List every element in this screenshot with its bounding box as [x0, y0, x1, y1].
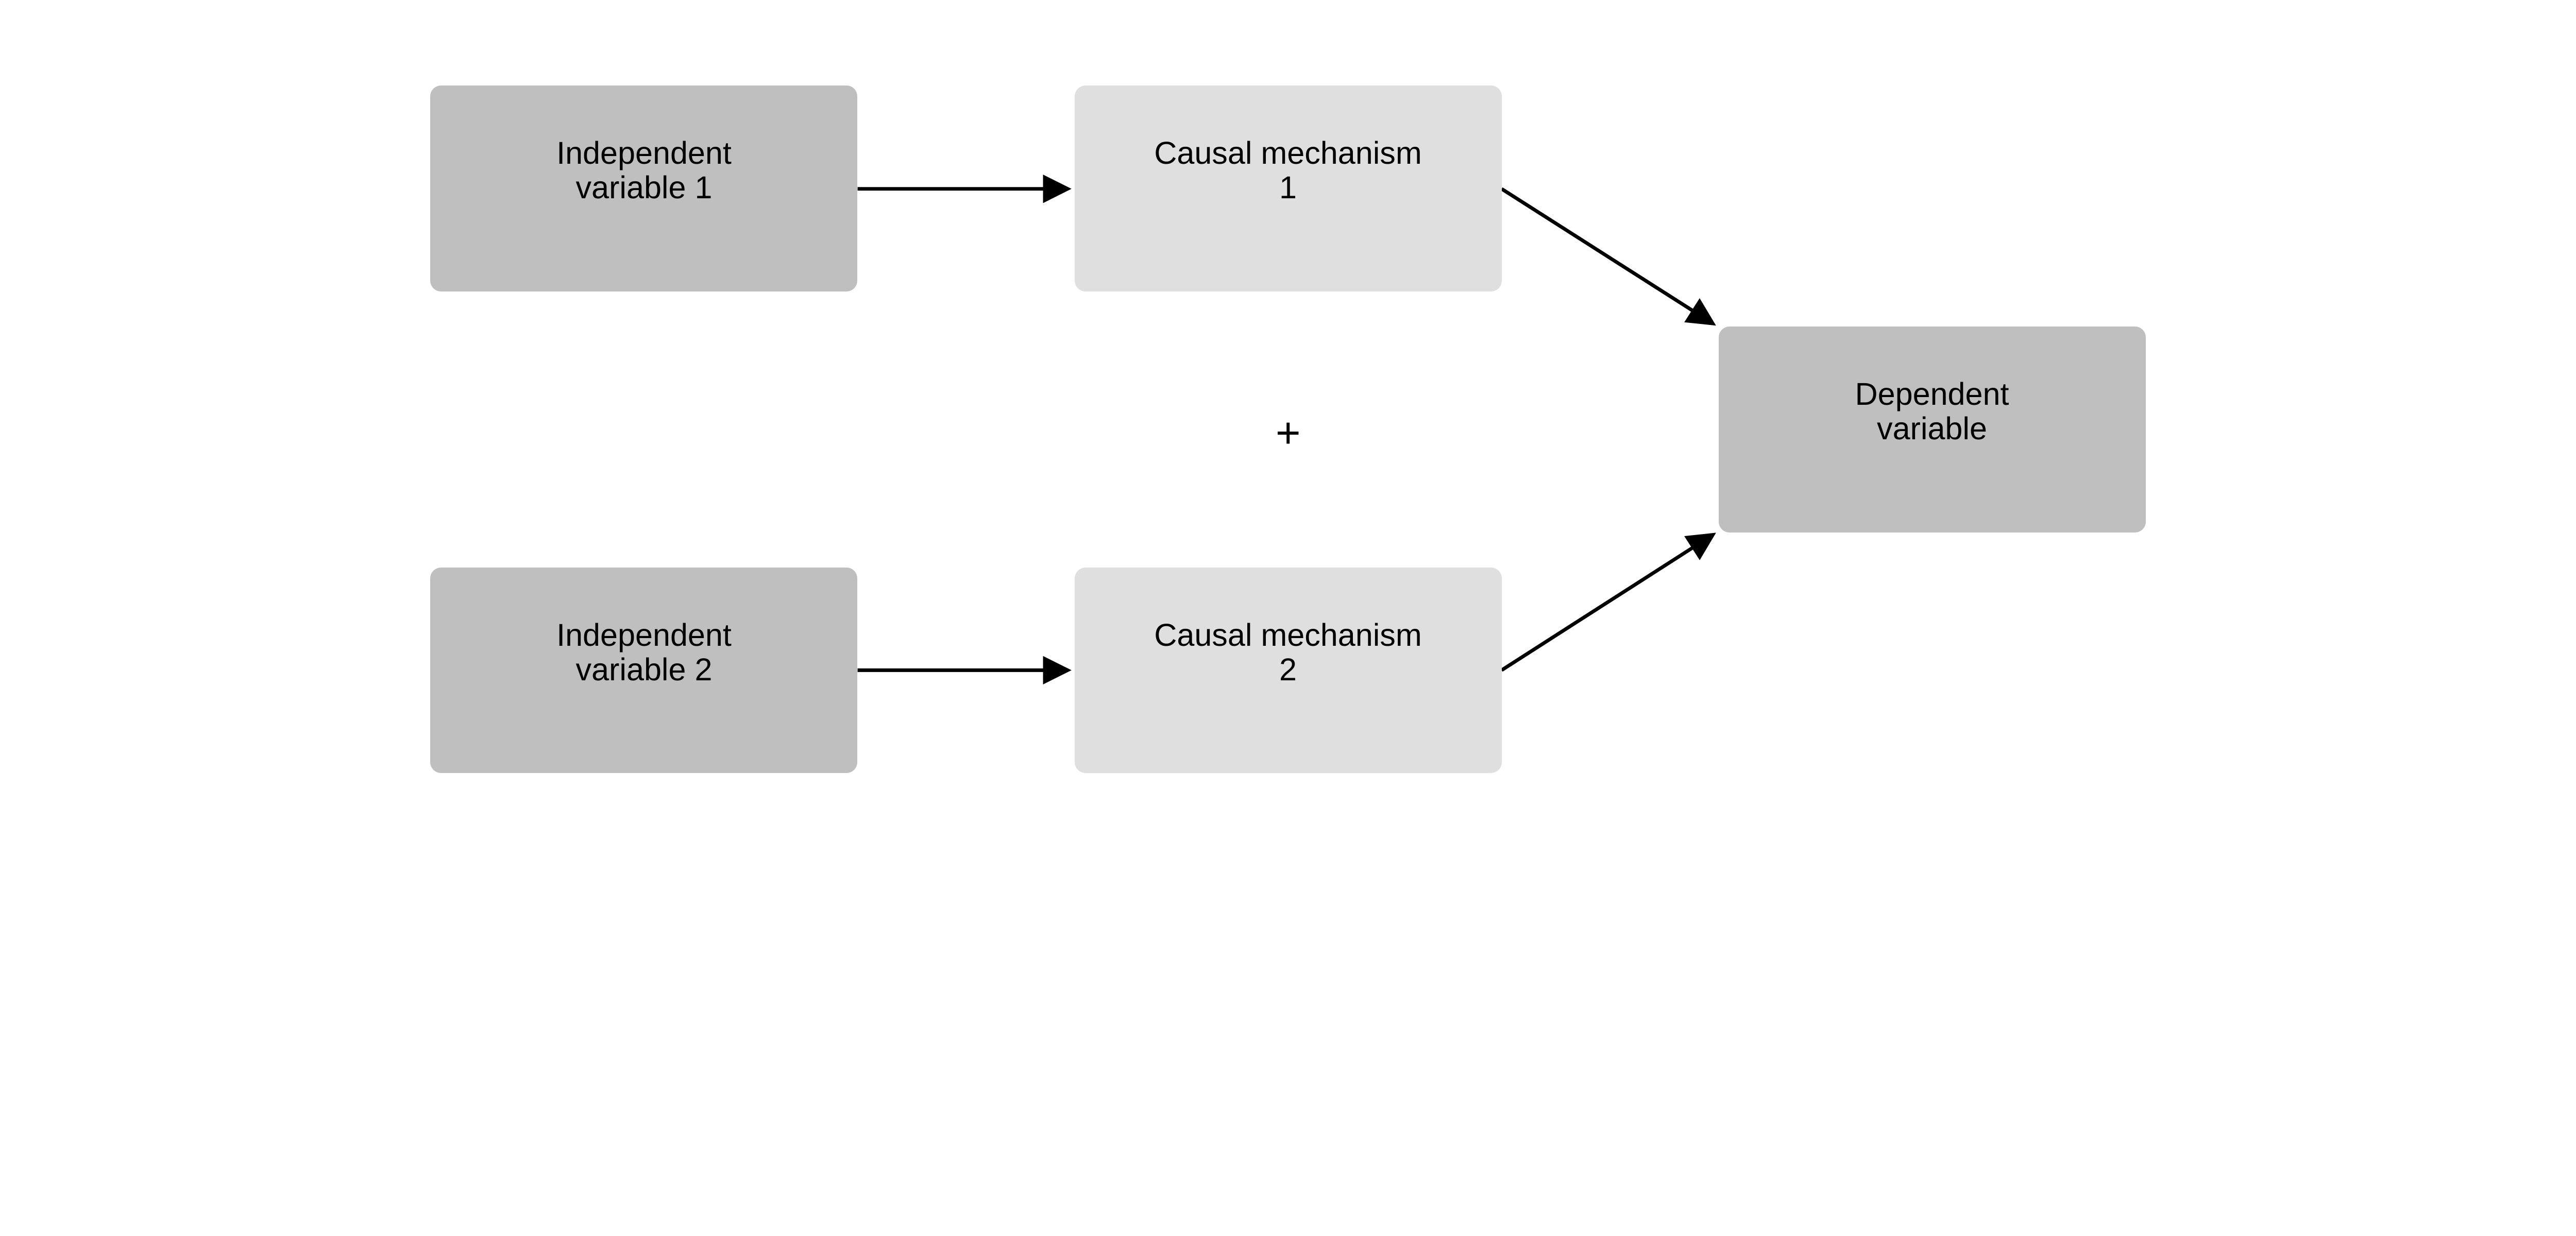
node-causal-mechanism-1: Causal mechanism 1	[1074, 85, 1502, 291]
node-dependent-variable: Dependent variable	[1718, 327, 2146, 533]
node-independent-variable-2: Independent variable 2	[430, 567, 858, 773]
arrow-cm1-to-dv	[1500, 187, 1716, 326]
node-independent-variable-1: Independent variable 1	[430, 85, 858, 291]
plus-operator: +	[1275, 408, 1301, 457]
node-label: Independent variable 2	[556, 617, 732, 687]
node-label: Dependent variable	[1855, 376, 2009, 446]
arrows-layer	[857, 174, 1716, 685]
node-label: Causal mechanism 1	[1154, 135, 1422, 205]
arrow-cm2-to-dv	[1500, 533, 1716, 672]
node-causal-mechanism-2: Causal mechanism 2	[1074, 567, 1502, 773]
diagram: Independent variable 1 Causal mechanism …	[430, 85, 2146, 773]
node-label: Independent variable 1	[556, 135, 732, 205]
node-label: Causal mechanism 2	[1154, 617, 1422, 687]
